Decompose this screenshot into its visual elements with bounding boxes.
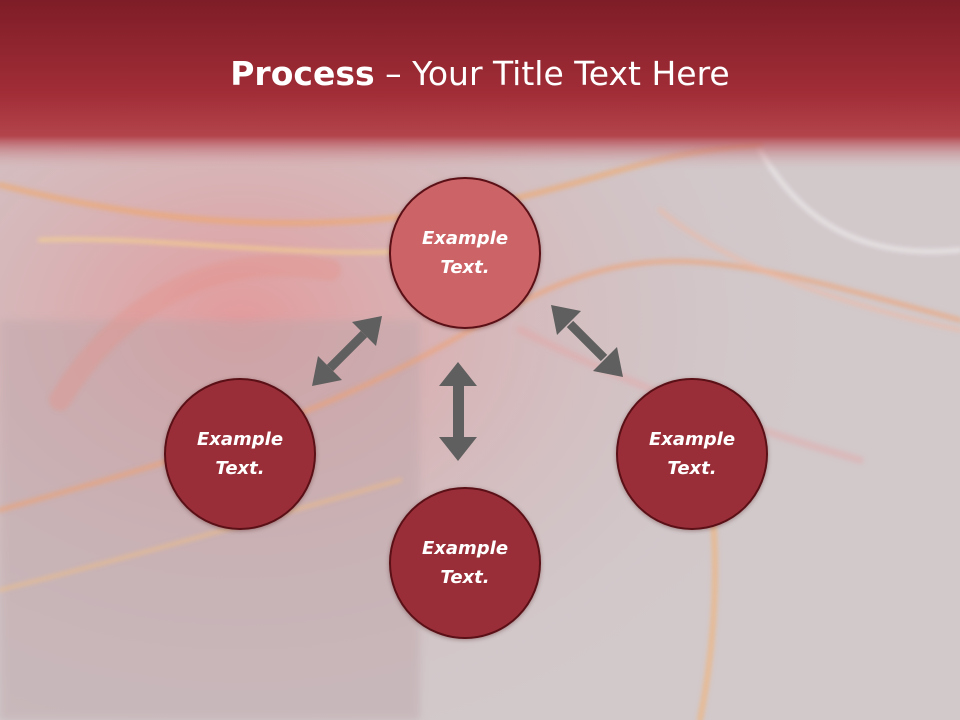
diagram-node-right: Example Text. xyxy=(616,378,768,530)
node-top-text: Example Text. xyxy=(421,228,509,278)
diagram-node-top: Example Text. xyxy=(389,177,541,329)
node-bottom-text: Example Text. xyxy=(421,538,509,588)
page-title: Process – Your Title Text Here xyxy=(0,52,960,96)
diagram-node-left: Example Text. xyxy=(164,378,316,530)
node-left-text: Example Text. xyxy=(196,429,284,479)
title-rest: – Your Title Text Here xyxy=(374,54,730,93)
title-bold: Process xyxy=(230,54,375,93)
diagram-node-bottom: Example Text. xyxy=(389,487,541,639)
node-right-text: Example Text. xyxy=(648,429,736,479)
